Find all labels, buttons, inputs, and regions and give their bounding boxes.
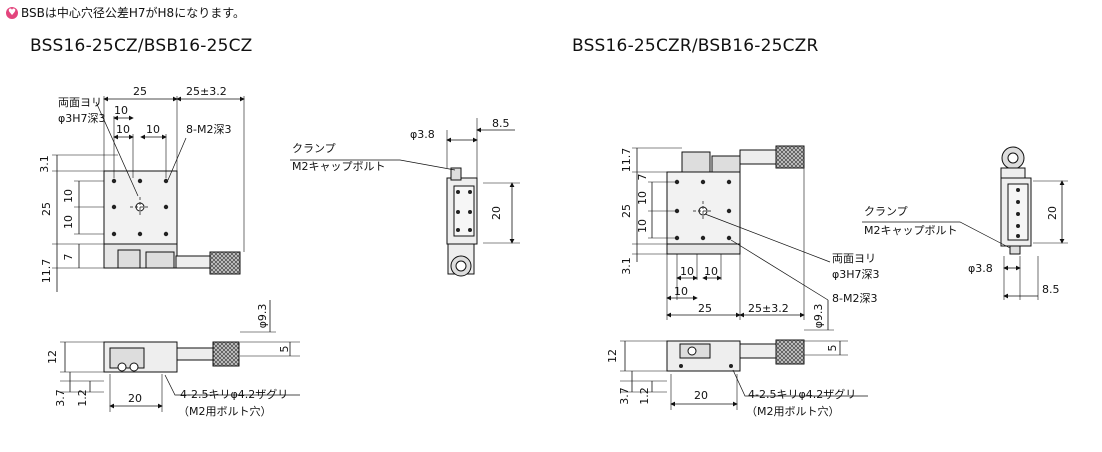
right-side-dim-dia: φ3.8 [968, 262, 993, 275]
right-counterbore-note: （M2用ボルト穴） [746, 404, 840, 418]
left-bottom-dim-step: 1.2 [76, 389, 89, 407]
left-ref-hole-label-2: φ3H7深3 [58, 112, 106, 125]
left-bottom-dim-shaft: 5 [278, 346, 291, 353]
left-model-title: BSS16-25CZ/BSB16-25CZ [30, 36, 253, 56]
left-side-dim-2: 10 [62, 189, 75, 203]
left-clamp-bolt-label: M2キャップボルト [292, 160, 386, 173]
tolerance-note-text: BSBは中心穴径公差H7がH8になります。 [21, 6, 245, 20]
right-dim-pitch-2: 10 [704, 265, 718, 278]
left-side-dim-dia: φ3.8 [410, 128, 435, 141]
right-dim-pitch-1: 10 [680, 265, 694, 278]
left-side-dim-offset: 8.5 [492, 117, 510, 130]
right-bottom-dim-height: 12 [606, 349, 619, 363]
right-side-dim-6: 3.1 [620, 257, 633, 275]
right-model-title: BSS16-25CZR/BSB16-25CZR [572, 36, 819, 56]
right-counterbore-label: 4-2.5キリφ4.2ザグリ [748, 387, 856, 401]
right-dim-travel: 25±3.2 [748, 302, 789, 315]
right-top-view [632, 145, 831, 320]
right-bottom-dim-base: 3.7 [618, 387, 631, 405]
left-side-dim-1: 3.1 [38, 155, 51, 173]
left-dim-pitch-3: 10 [146, 123, 160, 136]
left-bottom-view [60, 300, 300, 412]
right-dim-pitch-3: 10 [674, 285, 688, 298]
left-tapped-label: 8-M2深3 [186, 123, 231, 136]
left-side-dim-3: 25 [40, 202, 53, 216]
left-counterbore-label: 4-2.5キリφ4.2ザグリ [180, 387, 288, 401]
left-top-view [52, 96, 245, 292]
left-side-dim-5: 7 [62, 254, 75, 261]
right-bottom-dim-shaft: 5 [826, 345, 839, 352]
right-side-dim-4: 10 [636, 191, 649, 205]
left-bottom-dim-base: 3.7 [54, 389, 67, 407]
right-tapped-label: 8-M2深3 [832, 292, 877, 305]
right-side-dim-5: 10 [636, 219, 649, 233]
right-ref-hole-label-2: φ3H7深3 [832, 268, 880, 281]
right-side-dim-2: 7 [636, 174, 649, 181]
left-dim-pitch-2: 10 [116, 123, 130, 136]
right-bottom-view [620, 300, 868, 410]
tolerance-note: ♥ BSBは中心穴径公差H7がH8になります。 [6, 4, 245, 21]
left-dim-pitch-1: 10 [114, 104, 128, 117]
right-ref-hole-label-1: 両面ヨリ [832, 252, 876, 265]
left-side-view [290, 118, 520, 277]
left-dim-travel: 25±3.2 [186, 85, 227, 98]
left-side-dim-6: 11.7 [40, 259, 53, 284]
right-side-dim-3: 25 [620, 204, 633, 218]
left-bottom-dim-knob: φ9.3 [256, 304, 269, 329]
left-ref-hole-label-1: 両面ヨリ [58, 96, 102, 109]
left-micrometer-body [175, 255, 211, 269]
right-dim-width: 25 [698, 302, 712, 315]
left-bottom-dim-pitch: 20 [128, 392, 142, 405]
left-bottom-dim-height: 12 [46, 350, 59, 364]
left-counterbore-note: （M2用ボルト穴） [178, 404, 272, 418]
right-side-dim-1: 11.7 [620, 148, 633, 173]
right-side-dim-height: 20 [1046, 206, 1059, 220]
right-side-view [862, 146, 1068, 300]
left-dim-width: 25 [133, 85, 147, 98]
right-clamp-label: クランプ [864, 205, 908, 218]
left-side-dim-4: 10 [62, 215, 75, 229]
right-bottom-dim-step: 1.2 [638, 387, 651, 405]
left-clamp-label: クランプ [292, 142, 336, 155]
pin-icon: ♥ [6, 6, 18, 19]
left-micrometer-knob [209, 251, 241, 275]
left-side-dim-height: 20 [490, 206, 503, 220]
right-bottom-dim-pitch: 20 [694, 389, 708, 402]
right-clamp-bolt-label: M2キャップボルト [864, 224, 958, 237]
right-bottom-dim-knob: φ9.3 [812, 304, 825, 329]
right-side-dim-offset: 8.5 [1042, 283, 1060, 296]
